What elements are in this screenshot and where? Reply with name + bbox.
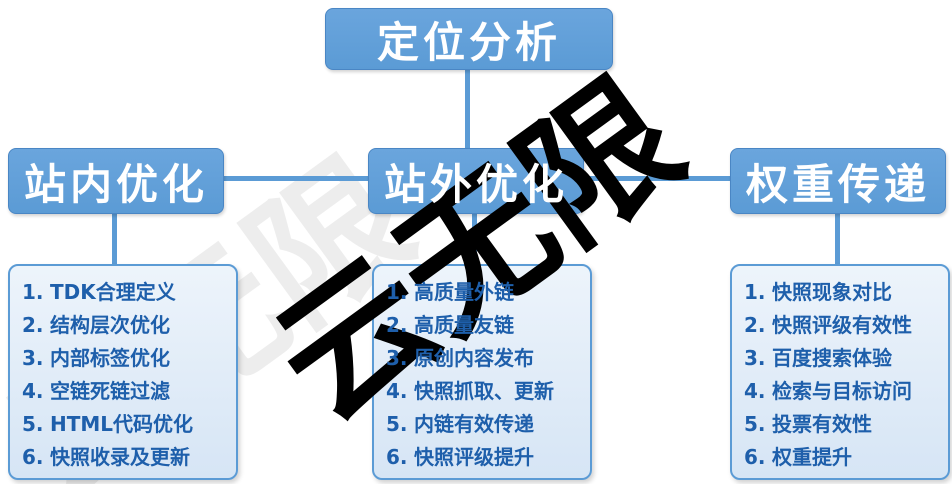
connector-stub-right bbox=[835, 212, 840, 266]
list-item: 2. 快照评级有效性 bbox=[744, 309, 940, 342]
list-item: 6. 快照评级提升 bbox=[386, 441, 582, 474]
root-label: 定位分析 bbox=[376, 17, 561, 67]
list-item: 5. HTML代码优化 bbox=[22, 408, 228, 441]
branch-box-weight: 权重传递 bbox=[730, 148, 946, 214]
item-number: 5. bbox=[22, 412, 44, 436]
item-text: 空链死链过滤 bbox=[50, 379, 170, 403]
list-item: 2. 结构层次优化 bbox=[22, 309, 228, 342]
branch-label: 站外优化 bbox=[383, 159, 568, 209]
item-number: 2. bbox=[386, 313, 408, 337]
item-text: HTML代码优化 bbox=[50, 412, 194, 436]
item-number: 6. bbox=[22, 445, 44, 469]
list-panel-weight: 1. 快照现象对比 2. 快照评级有效性 3. 百度搜索体验 4. 检索与目标访… bbox=[730, 264, 950, 480]
connector-stub-middle bbox=[472, 212, 477, 266]
list-item: 1. TDK合理定义 bbox=[22, 276, 228, 309]
list-item: 5. 投票有效性 bbox=[744, 408, 940, 441]
list-item: 3. 原创内容发布 bbox=[386, 342, 582, 375]
item-number: 6. bbox=[744, 445, 766, 469]
list-item: 4. 检索与目标访问 bbox=[744, 375, 940, 408]
item-number: 4. bbox=[22, 379, 44, 403]
connector-stub-left bbox=[112, 212, 117, 266]
root-box: 定位分析 bbox=[325, 8, 613, 70]
item-number: 5. bbox=[744, 412, 766, 436]
list-item: 1. 高质量外链 bbox=[386, 276, 582, 309]
list-item: 5. 内链有效传递 bbox=[386, 408, 582, 441]
item-number: 6. bbox=[386, 445, 408, 469]
connector-root-vertical bbox=[465, 60, 470, 152]
item-text: 快照评级有效性 bbox=[772, 313, 912, 337]
list-panel-onsite: 1. TDK合理定义 2. 结构层次优化 3. 内部标签优化 4. 空链死链过滤… bbox=[8, 264, 238, 480]
item-number: 5. bbox=[386, 412, 408, 436]
item-text: 快照现象对比 bbox=[772, 280, 892, 304]
branch-label: 权重传递 bbox=[745, 159, 930, 209]
item-number: 1. bbox=[22, 280, 44, 304]
list-item: 1. 快照现象对比 bbox=[744, 276, 940, 309]
item-text: 快照收录及更新 bbox=[50, 445, 190, 469]
list-item: 3. 内部标签优化 bbox=[22, 342, 228, 375]
item-text: 权重提升 bbox=[772, 445, 852, 469]
list-item: 4. 空链死链过滤 bbox=[22, 375, 228, 408]
list-item: 4. 快照抓取、更新 bbox=[386, 375, 582, 408]
item-number: 2. bbox=[22, 313, 44, 337]
item-text: 内链有效传递 bbox=[414, 412, 534, 436]
branch-box-onsite: 站内优化 bbox=[8, 148, 224, 214]
item-number: 3. bbox=[386, 346, 408, 370]
item-text: TDK合理定义 bbox=[50, 280, 176, 304]
branch-label: 站内优化 bbox=[23, 159, 208, 209]
item-number: 3. bbox=[744, 346, 766, 370]
item-number: 1. bbox=[744, 280, 766, 304]
branch-box-offsite: 站外优化 bbox=[368, 148, 584, 214]
item-text: 高质量友链 bbox=[414, 313, 514, 337]
item-number: 2. bbox=[744, 313, 766, 337]
item-number: 4. bbox=[744, 379, 766, 403]
item-text: 高质量外链 bbox=[414, 280, 514, 304]
item-text: 投票有效性 bbox=[772, 412, 872, 436]
item-number: 4. bbox=[386, 379, 408, 403]
list-item: 6. 快照收录及更新 bbox=[22, 441, 228, 474]
item-text: 快照评级提升 bbox=[414, 445, 534, 469]
list-item: 2. 高质量友链 bbox=[386, 309, 582, 342]
list-panel-offsite: 1. 高质量外链 2. 高质量友链 3. 原创内容发布 4. 快照抓取、更新 5… bbox=[372, 264, 592, 480]
item-text: 原创内容发布 bbox=[414, 346, 534, 370]
item-text: 百度搜索体验 bbox=[772, 346, 892, 370]
item-text: 结构层次优化 bbox=[50, 313, 170, 337]
list-item: 3. 百度搜索体验 bbox=[744, 342, 940, 375]
item-text: 检索与目标访问 bbox=[772, 379, 912, 403]
item-text: 快照抓取、更新 bbox=[414, 379, 554, 403]
item-number: 1. bbox=[386, 280, 408, 304]
item-text: 内部标签优化 bbox=[50, 346, 170, 370]
item-number: 3. bbox=[22, 346, 44, 370]
list-item: 6. 权重提升 bbox=[744, 441, 940, 474]
